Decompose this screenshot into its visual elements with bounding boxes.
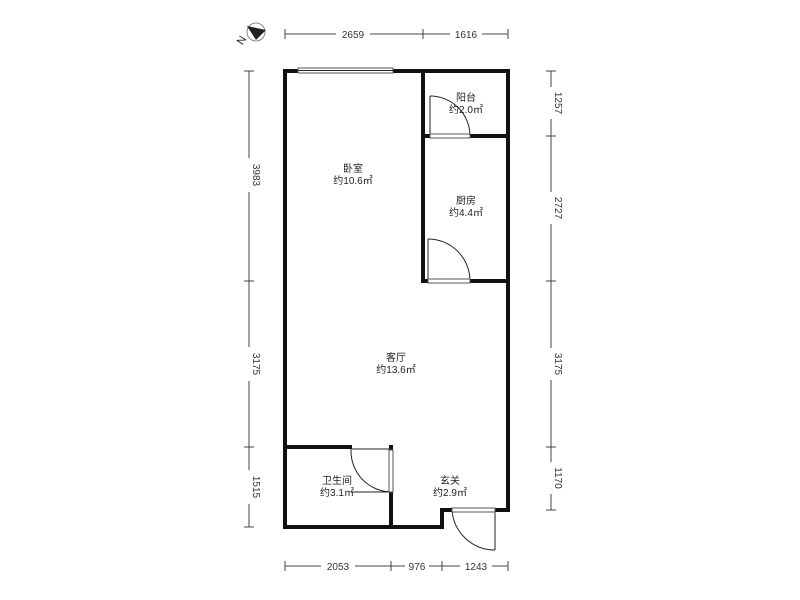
dim-right-4: 1170 <box>552 467 563 489</box>
dim-top-1: 2659 <box>342 30 365 41</box>
dim-top-2: 1616 <box>455 30 478 41</box>
dimensions-left: 3983 3175 1515 <box>243 70 261 528</box>
room-balcony-name: 阳台 <box>456 91 476 104</box>
room-balcony: 阳台 约2.0㎡ <box>449 91 483 116</box>
room-bathroom: 卫生间 约3.1㎡ <box>320 474 354 499</box>
dim-right-2: 2727 <box>552 197 563 220</box>
room-entrance: 玄关 约2.9㎡ <box>433 474 467 499</box>
compass: N <box>235 22 266 47</box>
dim-left-1: 3983 <box>250 164 261 187</box>
dim-bottom-1: 2053 <box>327 562 350 573</box>
dimensions-bottom: 2053 976 1243 <box>284 559 509 573</box>
balcony-door <box>429 95 471 139</box>
room-kitchen-area: 约4.4㎡ <box>449 206 483 219</box>
doors <box>350 95 496 551</box>
dim-left-2: 3175 <box>250 353 261 376</box>
room-entrance-area: 约2.9㎡ <box>433 486 467 499</box>
room-balcony-area: 约2.0㎡ <box>449 103 483 116</box>
room-living-area: 约13.6㎡ <box>376 363 415 376</box>
room-bathroom-name: 卫生间 <box>322 474 352 487</box>
dim-right-1: 1257 <box>552 92 563 115</box>
kitchen-door <box>427 238 471 284</box>
room-kitchen-name: 厨房 <box>456 194 476 207</box>
room-bedroom-name: 卧室 <box>343 162 363 175</box>
room-living: 客厅 约13.6㎡ <box>376 351 415 376</box>
room-bedroom: 卧室 约10.6㎡ <box>333 162 372 187</box>
bathroom-door <box>350 448 394 493</box>
room-kitchen: 厨房 约4.4㎡ <box>449 194 483 219</box>
room-living-name: 客厅 <box>386 351 406 364</box>
room-bathroom-area: 约3.1㎡ <box>320 486 354 499</box>
dimensions-right: 1257 2727 3175 1170 <box>545 70 563 511</box>
room-bedroom-area: 约10.6㎡ <box>333 174 372 187</box>
dim-right-3: 3175 <box>552 353 563 376</box>
dim-bottom-3: 1243 <box>465 562 488 573</box>
compass-north-label: N <box>235 34 249 47</box>
dimensions-top: 2659 1616 <box>284 27 509 41</box>
windows <box>297 67 394 74</box>
dim-bottom-2: 976 <box>409 562 426 573</box>
entrance-door <box>451 507 496 551</box>
compass-arrow-icon <box>247 26 266 40</box>
dim-left-3: 1515 <box>250 476 261 499</box>
walls <box>283 69 510 529</box>
room-entrance-name: 玄关 <box>440 474 460 487</box>
